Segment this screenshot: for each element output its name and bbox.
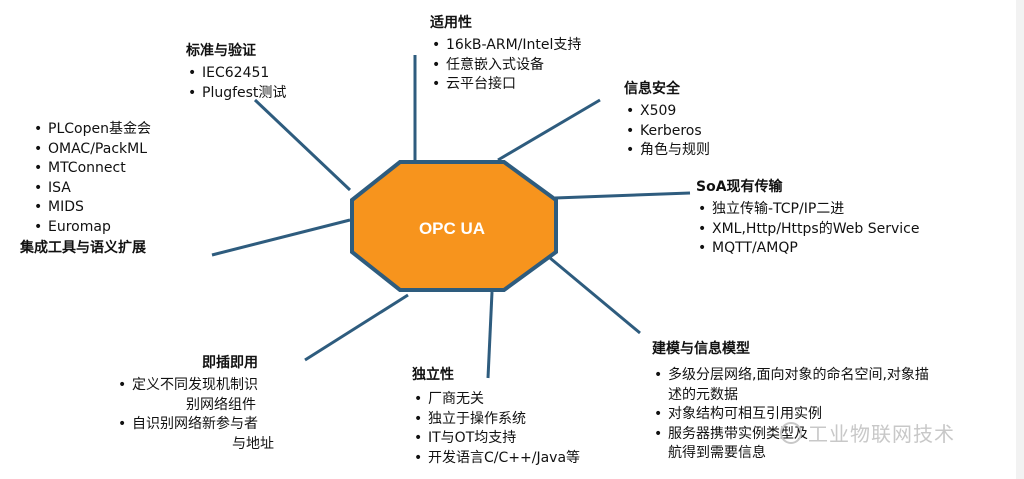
group-applicability-list: 16kB-ARM/Intel支持 任意嵌入式设备 云平台接口: [430, 36, 581, 95]
group-independence-list: 厂商无关 独立于操作系统 IT与OT均支持 开发语言C/C++/Java等: [412, 390, 580, 468]
group-modeling-list: 多级分层网络,面向对象的命名空间,对象描 述的元数据 对象结构可相互引用实例 服…: [652, 366, 929, 464]
list-item-line: 多级分层网络,面向对象的命名空间,对象描: [668, 367, 929, 383]
list-item-line: 自识别网络新参与者: [132, 416, 258, 432]
list-item-line: 定义不同发现机制识: [132, 377, 258, 393]
group-standards: 标准与验证 IEC62451 Plugfest测试: [186, 42, 286, 103]
list-item: 对象结构可相互引用实例: [652, 405, 929, 425]
line-integration: [211, 218, 351, 257]
list-item: ISA: [32, 179, 151, 199]
line-modeling: [549, 256, 641, 335]
list-item: 独立于操作系统: [412, 410, 580, 430]
connector-lines: [211, 55, 691, 379]
list-item: 16kB-ARM/Intel支持: [430, 36, 581, 56]
group-security-list: X509 Kerberos 角色与规则: [624, 102, 710, 161]
watermark: 工业物联网技术: [780, 418, 955, 447]
line-soa: [554, 191, 691, 200]
list-item-line: 与地址: [232, 435, 274, 452]
list-item-text: XML,Http/Https的Web Service: [712, 220, 920, 237]
list-item: Euromap: [32, 218, 151, 238]
group-standards-list: IEC62451 Plugfest测试: [186, 64, 286, 103]
group-plugplay-list: 定义不同发现机制识 别网络组件 自识别网络新参与者 与地址: [116, 376, 274, 454]
list-item: 独立传输-TCP/IP二进: [696, 200, 919, 220]
list-item: 任意嵌入式设备: [430, 56, 581, 76]
group-independence-title: 独立性: [412, 367, 454, 383]
line-standards: [253, 98, 352, 192]
right-edge-strip: [1016, 0, 1024, 479]
group-applicability: 适用性 16kB-ARM/Intel支持 任意嵌入式设备 云平台接口: [430, 14, 581, 95]
list-item: Kerberos: [624, 122, 710, 142]
group-plugplay: 即插即用 定义不同发现机制识 别网络组件 自识别网络新参与者 与地址: [116, 354, 274, 454]
list-item: Plugfest测试: [186, 84, 286, 104]
list-item: MTConnect: [32, 159, 151, 179]
list-item: 定义不同发现机制识 别网络组件: [116, 376, 274, 415]
list-item: 多级分层网络,面向对象的命名空间,对象描 述的元数据: [652, 366, 929, 405]
watermark-text: 工业物联网技术: [808, 422, 955, 446]
group-applicability-title: 适用性: [430, 15, 472, 31]
group-standards-title: 标准与验证: [186, 43, 256, 59]
group-security-title: 信息安全: [624, 81, 680, 97]
group-soa-list: 独立传输-TCP/IP二进 XML,Http/Https的Web Service…: [696, 200, 919, 259]
list-item: X509: [624, 102, 710, 122]
list-item: 云平台接口: [430, 75, 581, 95]
list-item: IT与OT均支持: [412, 429, 580, 449]
line-independence: [486, 291, 494, 379]
group-plugplay-title: 即插即用: [202, 355, 258, 371]
list-item-line: 别网络组件: [186, 396, 256, 413]
list-item-line: 航得到需要信息: [668, 445, 766, 461]
center-octagon: [350, 160, 558, 292]
group-modeling-title: 建模与信息模型: [652, 341, 750, 357]
group-soa-title: SoA现有传输: [696, 179, 783, 195]
list-item: 角色与规则: [624, 141, 710, 161]
center-label: OPC UA: [419, 219, 485, 238]
list-item-line: 服务器携带实例类型及: [668, 425, 808, 442]
list-item: 自识别网络新参与者 与地址: [116, 415, 274, 454]
list-item: MIDS: [32, 198, 151, 218]
group-integration-list: PLCopen基金会 OMAC/PackML MTConnect ISA MID…: [32, 120, 151, 237]
line-plugplay: [304, 293, 409, 362]
group-modeling: 建模与信息模型 多级分层网络,面向对象的命名空间,对象描 述的元数据 对象结构可…: [652, 340, 929, 464]
list-item: 开发语言C/C++/Java等: [412, 449, 580, 469]
list-item: MQTT/AMQP: [696, 239, 919, 259]
list-item: IEC62451: [186, 64, 286, 84]
list-item-line: 述的元数据: [668, 386, 738, 403]
list-item: 服务器携带实例类型及 航得到需要信息: [652, 425, 929, 464]
list-item: XML,Http/Https的Web Service: [696, 220, 919, 240]
list-item: OMAC/PackML: [32, 140, 151, 160]
group-integration: PLCopen基金会 OMAC/PackML MTConnect ISA MID…: [20, 120, 151, 257]
group-soa: SoA现有传输 独立传输-TCP/IP二进 XML,Http/Https的Web…: [696, 178, 919, 259]
list-item: PLCopen基金会: [32, 120, 151, 140]
line-security: [497, 98, 601, 162]
group-security: 信息安全 X509 Kerberos 角色与规则: [624, 80, 710, 161]
wechat-icon: [780, 422, 802, 444]
group-integration-title: 集成工具与语义扩展: [20, 240, 146, 256]
list-item: 厂商无关: [412, 390, 580, 410]
group-independence: 独立性 厂商无关 独立于操作系统 IT与OT均支持 开发语言C/C++/Java…: [412, 366, 580, 468]
